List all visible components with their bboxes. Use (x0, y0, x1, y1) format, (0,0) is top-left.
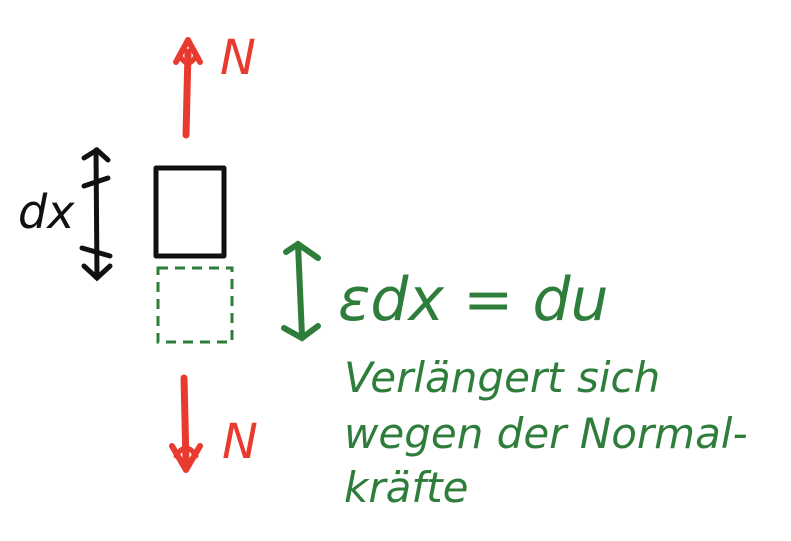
undeformed-element (153, 165, 227, 259)
note-line-3: kräfte (344, 463, 468, 512)
bottom-force-arrow (169, 374, 203, 473)
dx-dimension-marker (79, 146, 113, 282)
elongation-marker (281, 240, 321, 342)
dx-label: dx (18, 185, 75, 239)
top-force-label: N (220, 30, 256, 86)
top-force-arrow (173, 37, 203, 139)
note-line-1: Verlängert sich (344, 353, 660, 402)
bottom-force-label: N (222, 414, 258, 470)
elongation-equation: εdx = du (338, 265, 609, 335)
elongated-element-dashed (156, 266, 234, 344)
note-line-2: wegen der Normal- (344, 409, 748, 458)
